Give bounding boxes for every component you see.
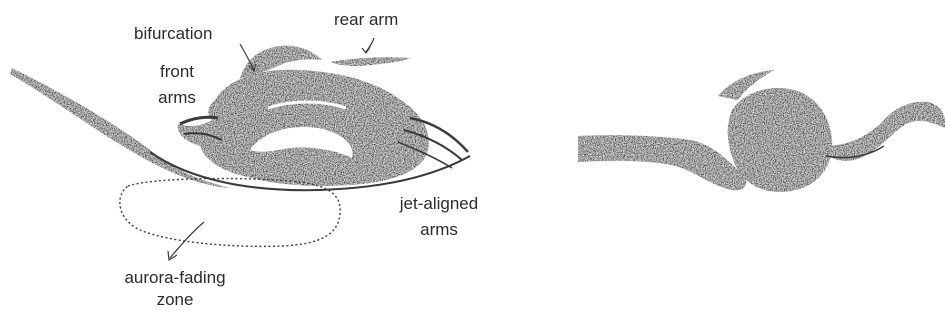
right-vortex-panel — [578, 70, 945, 192]
aurora-label-line2: zone — [112, 290, 238, 310]
jet-aligned-label-line1: jet-aligned — [380, 194, 498, 214]
front-arms-label: front arms — [140, 62, 214, 108]
aurora-label-line1: aurora-fading — [112, 268, 238, 288]
rear-arm-arrowhead — [362, 47, 370, 53]
rear-arm-label: rear arm — [334, 10, 398, 30]
jet-aligned-label-line2: arms — [380, 220, 498, 240]
aurora-fading-zone-label: aurora-fading zone — [112, 268, 238, 310]
front-arms-label-line2: arms — [140, 88, 214, 108]
aurora-fading-zone-outline — [120, 179, 340, 247]
front-arms-label-line1: front — [140, 62, 214, 82]
jet-aligned-arms-label: jet-aligned arms — [380, 194, 498, 240]
bifurcation-label: bifurcation — [134, 24, 212, 44]
right-vortex-core — [728, 88, 832, 192]
rear-arm-arrow — [366, 38, 374, 52]
right-jet-band — [578, 135, 746, 190]
right-vortex-tail — [824, 102, 945, 161]
rear-arm-streak — [330, 57, 410, 66]
